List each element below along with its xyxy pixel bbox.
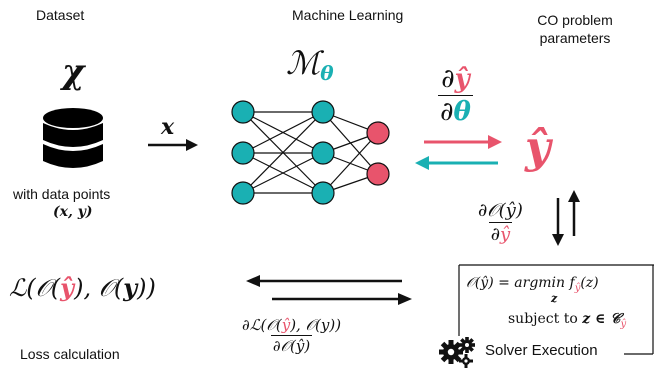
input-node-2 [231, 141, 255, 165]
loss-caption: Loss calculation [20, 346, 120, 362]
dataset-caption: with data points [13, 186, 111, 202]
dl-do-gradient: ∂ℒ(𝒪(ŷ), 𝒪(y)) ∂𝒪(ŷ) [242, 316, 342, 355]
machine-learning-header: Machine Learning [292, 7, 404, 23]
right-arrow [272, 293, 412, 305]
left-arrow [246, 275, 402, 287]
forward-pink-arrow [424, 135, 502, 149]
dy-dtheta-gradient: ∂ŷ ∂θ [438, 64, 473, 127]
loss-expression: ℒ(𝒪(ŷ), 𝒪(y)) [9, 273, 156, 302]
solver-execution-label: Solver Execution [485, 342, 598, 359]
x-arrow-label: x [161, 114, 175, 140]
do-dy-gradient: ∂𝒪(ŷ) ∂ŷ [478, 200, 523, 245]
backward-teal-arrow [415, 156, 498, 170]
hidden-node-2 [311, 141, 335, 165]
dataset-header: Dataset [36, 7, 85, 23]
down-arrow [552, 198, 564, 246]
solver-objective: 𝒪(ŷ) = argmin fŷ(z) [466, 275, 599, 294]
dataset-points: (x, y) [53, 204, 93, 220]
co-header-line1: CO problem [537, 12, 613, 28]
hidden-node-1 [311, 100, 335, 124]
hidden-node-3 [311, 181, 335, 205]
dataset-symbol: χ [62, 52, 85, 92]
solver-argmin-var: z [551, 292, 558, 305]
co-header-line2: parameters [539, 30, 611, 46]
up-arrow [568, 190, 580, 236]
input-node-1 [231, 100, 255, 124]
output-node-1 [366, 121, 390, 145]
y-hat-parameters: ŷ [525, 122, 551, 173]
gears-icon [439, 337, 475, 368]
solver-constraint: subject to z ∈ 𝒞ŷ [508, 311, 627, 330]
x-arrow [148, 139, 198, 151]
output-node-2 [366, 162, 390, 186]
model-symbol: ℳθ [286, 44, 334, 85]
solver-box [458, 264, 654, 355]
input-node-3 [231, 181, 255, 205]
